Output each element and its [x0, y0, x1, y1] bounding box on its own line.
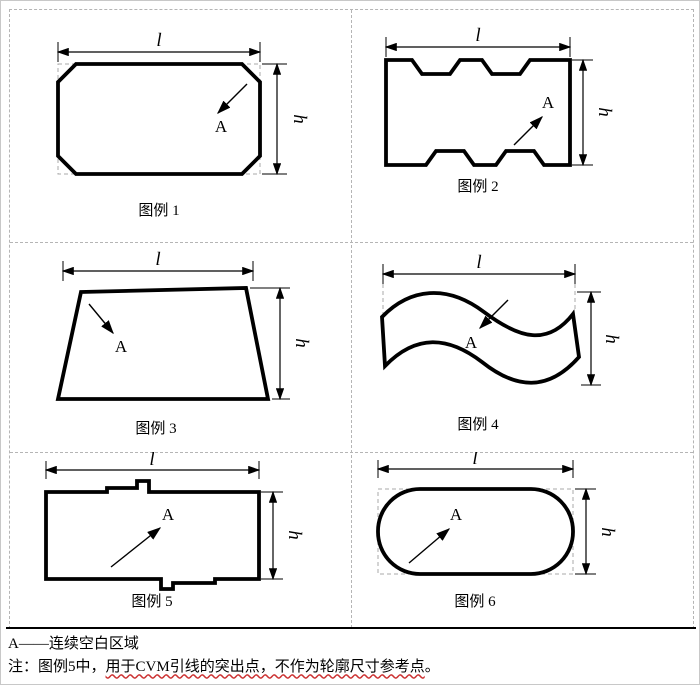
length-label: l	[472, 452, 477, 469]
area-pointer-arrow	[88, 303, 114, 335]
length-label: l	[156, 30, 161, 51]
usage-note: 注：图例5中，用于CVM引线的突出点，不作为轮廓尺寸参考点。	[6, 656, 696, 679]
wavy-band-outline	[380, 291, 582, 385]
figure-caption: 图例 6	[454, 593, 496, 610]
height-label: h	[601, 334, 622, 344]
height-label: h	[289, 114, 310, 124]
length-label: l	[476, 252, 481, 273]
figure-grid: l h A 图例 1	[9, 9, 694, 629]
height-dimension: h	[575, 487, 618, 576]
bounding-box-dashed	[57, 63, 261, 175]
area-label: A	[115, 337, 128, 356]
figure-3: l h A 图例 3	[10, 242, 351, 452]
area-pointer-arrow	[110, 527, 162, 568]
figure-caption: 图例 5	[131, 593, 172, 610]
figure-2: l h A 图例 2	[352, 10, 693, 242]
stadium-outline	[376, 487, 575, 576]
height-label: h	[291, 338, 312, 348]
height-dimension: h	[572, 58, 615, 167]
usage-note-prefix: 注：图例5中，	[8, 658, 106, 675]
grid-vertical-divider	[351, 10, 352, 628]
grid-horizontal-divider-2	[10, 452, 693, 453]
area-label: A	[450, 505, 463, 524]
height-label: h	[594, 107, 615, 117]
length-dimension: l	[61, 249, 255, 281]
figure-caption: 图例 1	[138, 202, 179, 219]
height-dimension: h	[250, 286, 312, 401]
height-dimension: h	[262, 62, 310, 176]
figure-4: l h A 图例 4	[352, 242, 693, 452]
figure-caption: 图例 4	[457, 416, 499, 433]
length-dimension: l	[376, 452, 575, 478]
area-pointer-arrow	[479, 299, 509, 329]
area-label: A	[215, 117, 228, 136]
area-pointer-arrow	[408, 528, 451, 564]
tabbed-rect-outline	[44, 479, 261, 591]
area-label: A	[162, 505, 175, 524]
length-dimension: l	[381, 252, 577, 284]
height-dimension: h	[577, 290, 622, 387]
octagon-outline	[56, 62, 262, 176]
bounding-box-dashed	[377, 488, 574, 575]
legend-note: A——连续空白区域	[6, 633, 696, 656]
figure-6: l h A 图例 6	[352, 452, 693, 628]
trapezoid-outline	[55, 286, 271, 401]
figure-5: l h A 图例 5	[10, 452, 351, 628]
footer-notes: A——连续空白区域 注：图例5中，用于CVM引线的突出点，不作为轮廓尺寸参考点。	[6, 627, 696, 678]
height-dimension: h	[261, 490, 305, 581]
height-label: h	[597, 527, 618, 537]
length-label: l	[149, 452, 154, 470]
legend-note-text: A——连续空白区域	[8, 636, 139, 652]
notched-rect-outline	[384, 58, 572, 167]
area-pointer-arrow	[513, 116, 543, 146]
length-dimension: l	[56, 30, 262, 62]
grid-horizontal-divider-1	[10, 242, 693, 243]
figure-caption: 图例 3	[135, 420, 176, 437]
usage-note-marked: 用于CVM引线的突出点，不作为轮廓尺寸参考点	[105, 658, 425, 675]
area-pointer-arrow	[217, 83, 248, 114]
length-dimension: l	[44, 452, 261, 479]
area-label: A	[465, 333, 478, 352]
area-label: A	[542, 93, 555, 112]
figure-caption: 图例 2	[457, 178, 498, 195]
figure-1: l h A 图例 1	[10, 10, 351, 242]
length-label: l	[475, 25, 480, 46]
length-label: l	[155, 249, 160, 270]
length-dimension: l	[384, 25, 572, 57]
height-label: h	[284, 530, 305, 540]
usage-note-suffix: 。	[424, 658, 440, 675]
